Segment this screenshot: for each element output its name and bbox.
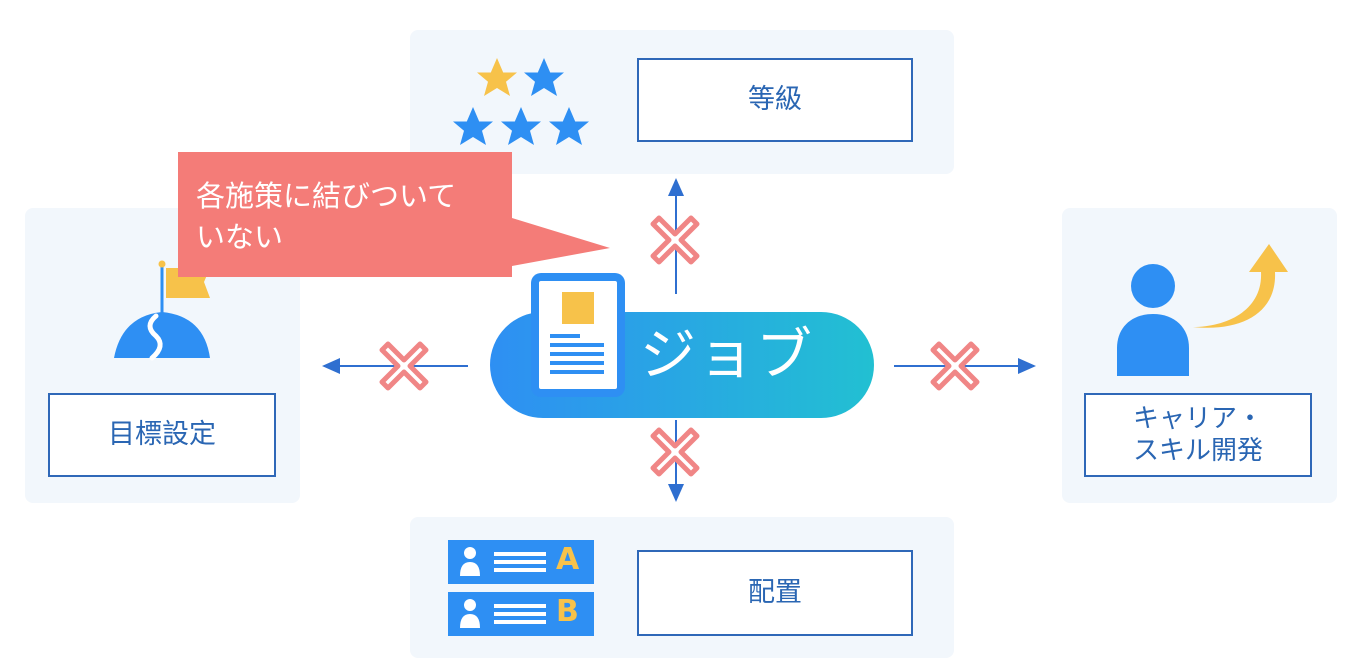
cross-icon-left (382, 344, 426, 388)
job-label: ジョブ (640, 323, 814, 388)
goal-setting-label: 目標設定 (48, 393, 276, 477)
career-skill-label: キャリア・ スキル開発 (1084, 393, 1312, 477)
cross-icon-bottom (653, 430, 697, 474)
cross-icon-top (653, 218, 697, 262)
job-document-icon (531, 273, 625, 397)
card-letter-a: A (556, 542, 580, 577)
callout-text: 各施策に結びついて いない (196, 179, 457, 255)
card-letter-b: B (556, 594, 579, 629)
person-arrow-up-icon (1117, 244, 1288, 376)
cross-icon-right (933, 344, 977, 388)
grade-label: 等級 (637, 58, 913, 142)
staff-cards-icon: A B (448, 540, 594, 636)
placement-label: 配置 (637, 550, 913, 636)
